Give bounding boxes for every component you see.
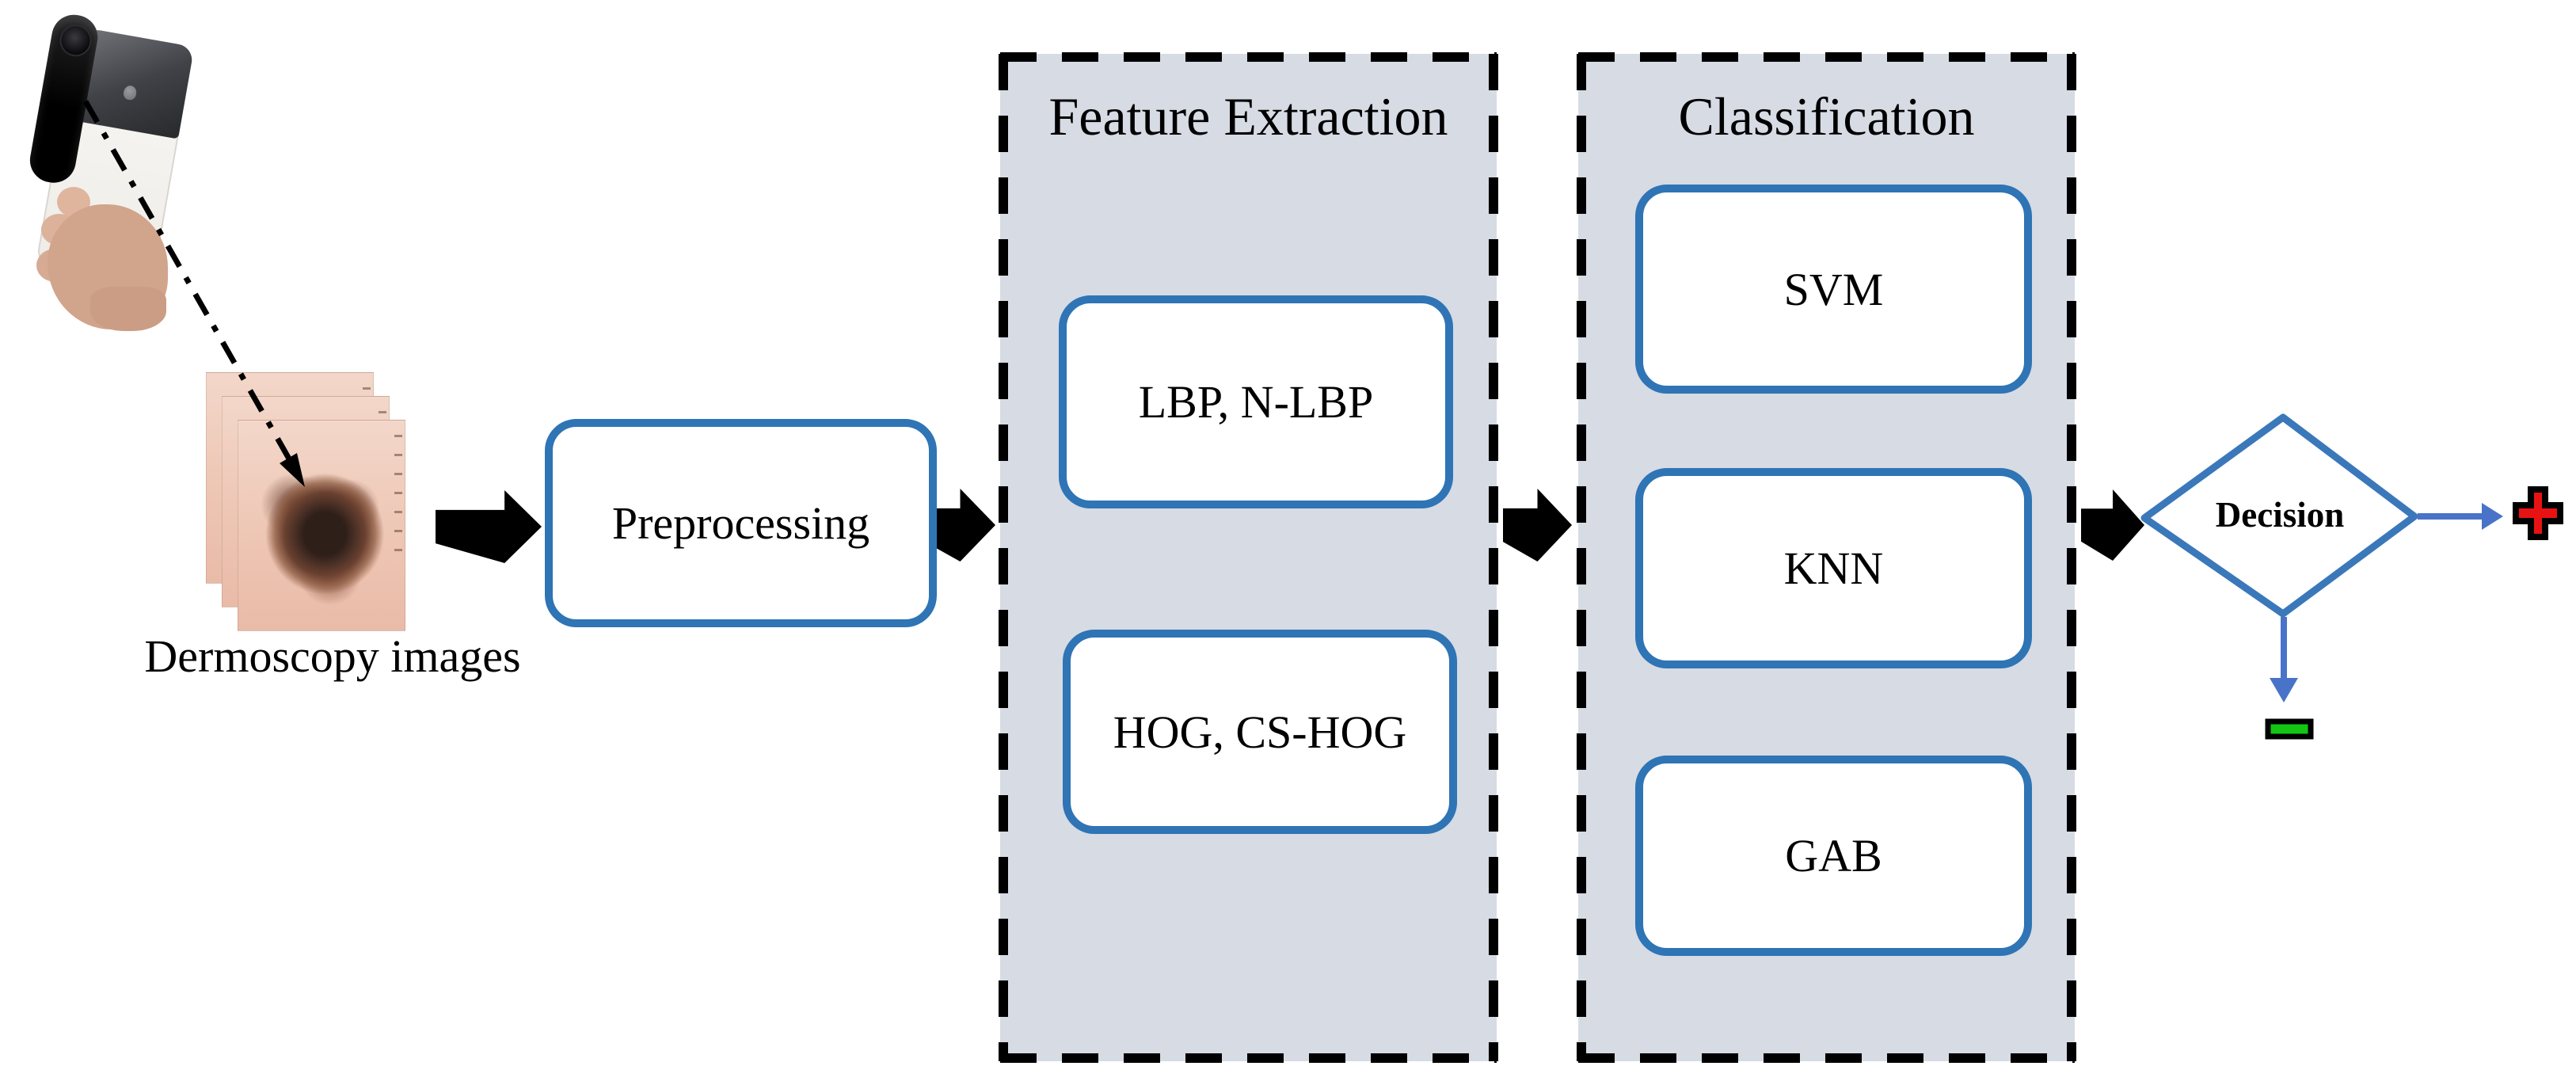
panel-border	[1489, 54, 1498, 1061]
classification-title: Classification	[1678, 86, 1975, 147]
lbp-label: LBP, N-LBP	[1138, 376, 1374, 428]
gab-label: GAB	[1785, 830, 1882, 881]
knn-box: KNN	[1635, 468, 2032, 668]
panel-border	[2067, 54, 2076, 1061]
dermoscopy-image-front	[238, 420, 405, 631]
feature-extraction-title: Feature Extraction	[1048, 86, 1448, 147]
lbp-box: LBP, N-LBP	[1059, 295, 1453, 508]
gab-box: GAB	[1635, 756, 2032, 956]
hog-label: HOG, CS-HOG	[1113, 706, 1407, 758]
svm-label: SVM	[1783, 263, 1884, 315]
feature-extraction-panel: Feature Extraction LBP, N-LBP HOG, CS-HO…	[999, 52, 1498, 1063]
flow-arrow-4	[2081, 489, 2144, 561]
hand-wrist	[90, 287, 166, 331]
svm-box: SVM	[1635, 185, 2032, 394]
panel-border	[1000, 1053, 1497, 1063]
hog-box: HOG, CS-HOG	[1063, 630, 1457, 834]
decision-label: Decision	[2215, 495, 2345, 535]
smartphone-dermatoscope-photo	[14, 11, 204, 333]
negative-icon	[2265, 718, 2314, 740]
flow-arrow-3	[1503, 489, 1572, 562]
negative-arrow	[2270, 617, 2298, 702]
dermoscopy-images-label: Dermoscopy images	[144, 630, 521, 682]
preprocessing-box: Preprocessing	[545, 419, 937, 627]
positive-icon	[2513, 486, 2563, 540]
knn-label: KNN	[1783, 542, 1884, 594]
positive-arrow	[2418, 503, 2503, 530]
panel-border	[999, 54, 1008, 1061]
panel-border	[1578, 52, 2075, 62]
classification-panel: Classification SVM KNN GAB	[1577, 52, 2076, 1063]
preprocessing-label: Preprocessing	[611, 497, 870, 549]
panel-border	[1577, 54, 1586, 1061]
panel-border	[1578, 1053, 2075, 1063]
panel-border	[1000, 52, 1497, 62]
flow-arrow-1	[436, 490, 542, 563]
